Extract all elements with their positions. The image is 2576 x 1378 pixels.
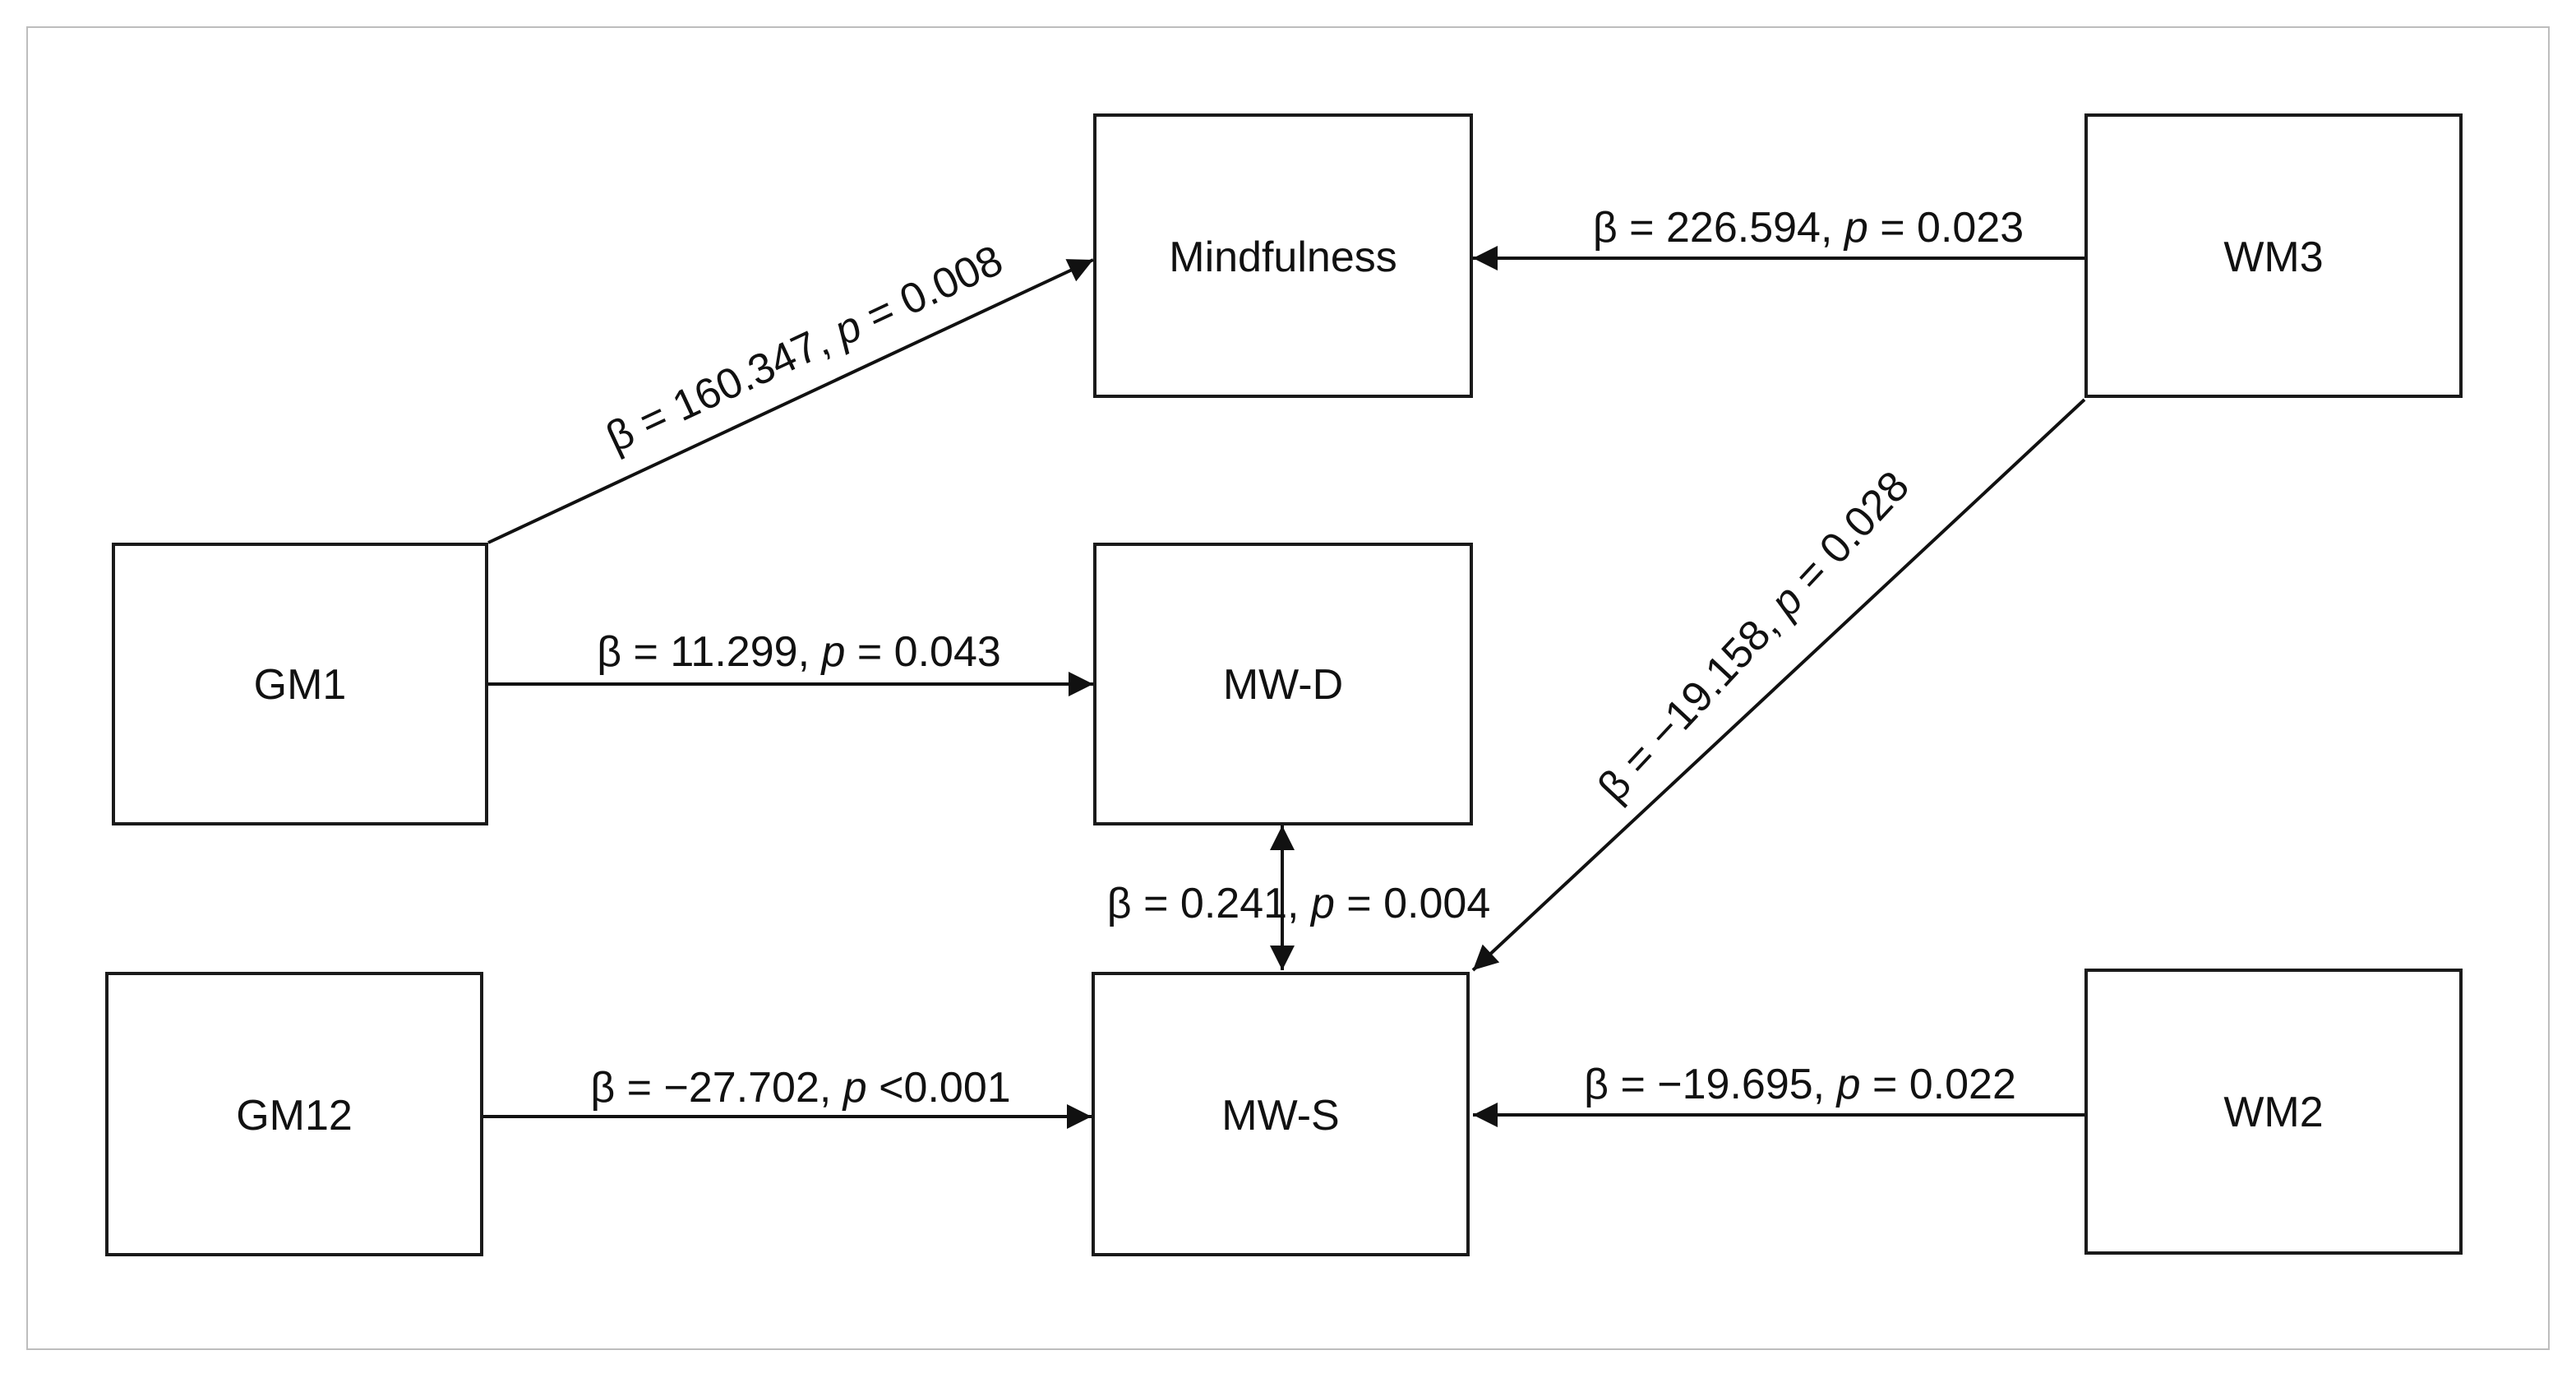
edge-label-gm1-mindfulness: β = 160.347, p = 0.008 xyxy=(599,237,1010,462)
node-label-mindfulness: Mindfulness xyxy=(1169,234,1396,281)
node-label-wm2: WM2 xyxy=(2223,1089,2323,1136)
edge-label-gm1-mwd: β = 11.299, p = 0.043 xyxy=(597,628,1001,676)
node-mws: MW-S xyxy=(1092,972,1470,1256)
node-wm3: WM3 xyxy=(2084,113,2463,398)
node-mindfulness: Mindfulness xyxy=(1093,113,1473,398)
node-label-mwd: MW-D xyxy=(1223,661,1343,709)
node-label-gm12: GM12 xyxy=(236,1092,353,1140)
node-label-wm3: WM3 xyxy=(2223,234,2323,281)
node-gm1: GM1 xyxy=(112,543,488,825)
figure-frame xyxy=(26,26,2550,1350)
edge-wm3-to-mws xyxy=(1471,398,2086,972)
edge-label-wm3-mindfulness: β = 226.594, p = 0.023 xyxy=(1593,204,2024,252)
edge-label-wm3-mws: β = −19.158, p = 0.028 xyxy=(1589,462,1918,811)
node-label-gm1: GM1 xyxy=(254,661,347,709)
node-wm2: WM2 xyxy=(2084,969,2463,1255)
edge-gm1-to-mindfulness xyxy=(487,258,1094,544)
node-mwd: MW-D xyxy=(1093,543,1473,825)
node-gm12: GM12 xyxy=(105,972,483,1256)
edge-label-mwd-mws: β = 0.241, p = 0.004 xyxy=(1107,880,1491,927)
node-label-mws: MW-S xyxy=(1221,1092,1339,1140)
edge-label-gm12-mws: β = −27.702, p <0.001 xyxy=(590,1064,1010,1112)
edge-label-wm2-mws: β = −19.695, p = 0.022 xyxy=(1584,1061,2016,1108)
